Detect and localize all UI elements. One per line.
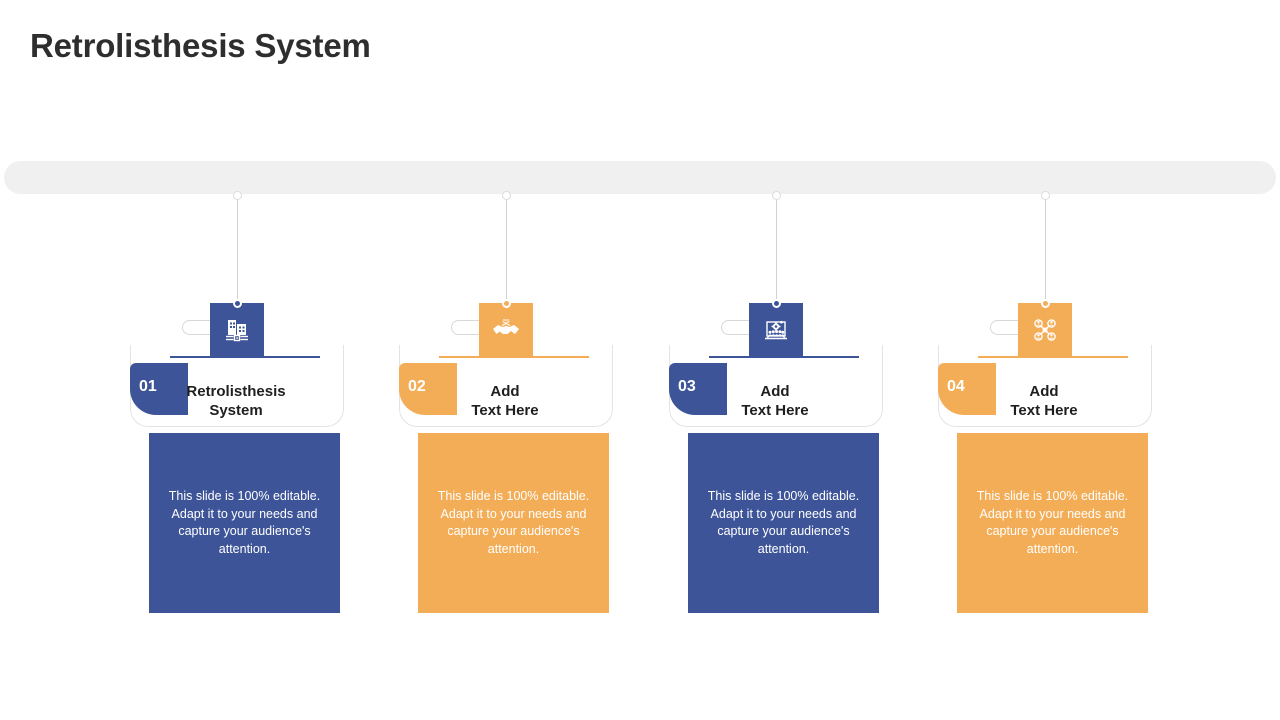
text-block-2: This slide is 100% editable. Adapt it to… bbox=[418, 433, 609, 613]
step-number-2: 02 bbox=[408, 377, 426, 395]
step-badge-1: 01 bbox=[130, 363, 188, 415]
card-topline-2 bbox=[439, 356, 589, 358]
connector-bottom-dot-4 bbox=[1041, 299, 1050, 308]
page-title: Retrolisthesis System bbox=[30, 27, 371, 64]
connector-line-3 bbox=[776, 196, 777, 306]
connector-bottom-dot-1 bbox=[233, 299, 242, 308]
timeline-bar bbox=[4, 161, 1276, 194]
card-heading-1: Retrolisthesis System bbox=[161, 382, 311, 420]
handshake-icon[interactable] bbox=[479, 303, 533, 357]
connector-bottom-dot-3 bbox=[772, 299, 781, 308]
card-heading-1-line1: Retrolisthesis bbox=[186, 383, 286, 400]
text-block-1: This slide is 100% editable. Adapt it to… bbox=[149, 433, 340, 613]
step-number-1: 01 bbox=[139, 377, 157, 395]
connector-top-dot-4 bbox=[1041, 191, 1050, 200]
card-heading-4-line1: Add bbox=[1029, 383, 1059, 400]
connector-line-2 bbox=[506, 196, 507, 306]
team-training-gear-icon[interactable] bbox=[749, 303, 803, 357]
connector-top-dot-1 bbox=[233, 191, 242, 200]
network-org-chart-icon[interactable] bbox=[1018, 303, 1072, 357]
connector-top-dot-3 bbox=[772, 191, 781, 200]
card-heading-2-line1: Add bbox=[490, 383, 520, 400]
text-block-4-body: This slide is 100% editable. Adapt it to… bbox=[976, 489, 1129, 556]
text-block-4: This slide is 100% editable. Adapt it to… bbox=[957, 433, 1148, 613]
text-block-2-body: This slide is 100% editable. Adapt it to… bbox=[437, 489, 590, 556]
step-number-3: 03 bbox=[678, 377, 696, 395]
card-heading-4: Add Text Here bbox=[969, 382, 1119, 420]
step-badge-3: 03 bbox=[669, 363, 727, 415]
office-building-icon[interactable] bbox=[210, 303, 264, 357]
card-heading-1-line2: System bbox=[209, 402, 263, 419]
info-column-2: 02 Add Text Here This slide is 100% edit… bbox=[397, 0, 667, 720]
connector-bottom-dot-2 bbox=[502, 299, 511, 308]
card-heading-3-line1: Add bbox=[760, 383, 790, 400]
card-heading-2-line2: Text Here bbox=[471, 402, 539, 419]
card-heading-3-line2: Text Here bbox=[741, 402, 809, 419]
step-number-4: 04 bbox=[947, 377, 965, 395]
card-topline-3 bbox=[709, 356, 859, 358]
step-badge-2: 02 bbox=[399, 363, 457, 415]
info-column-3: 03 Add Text Here This slide is 100% edit… bbox=[667, 0, 937, 720]
connector-line-4 bbox=[1045, 196, 1046, 306]
info-column-4: 04 Add Text Here This slide is 100% edit… bbox=[936, 0, 1206, 720]
text-block-1-body: This slide is 100% editable. Adapt it to… bbox=[168, 489, 321, 556]
info-column-1: 01 Retrolisthesis System This slide is 1… bbox=[128, 0, 398, 720]
card-topline-4 bbox=[978, 356, 1128, 358]
card-heading-3: Add Text Here bbox=[700, 382, 850, 420]
step-badge-4: 04 bbox=[938, 363, 996, 415]
card-heading-2: Add Text Here bbox=[430, 382, 580, 420]
text-block-3-body: This slide is 100% editable. Adapt it to… bbox=[707, 489, 860, 556]
card-heading-4-line2: Text Here bbox=[1010, 402, 1078, 419]
connector-line-1 bbox=[237, 196, 238, 306]
card-topline-1 bbox=[170, 356, 320, 358]
text-block-3: This slide is 100% editable. Adapt it to… bbox=[688, 433, 879, 613]
connector-top-dot-2 bbox=[502, 191, 511, 200]
